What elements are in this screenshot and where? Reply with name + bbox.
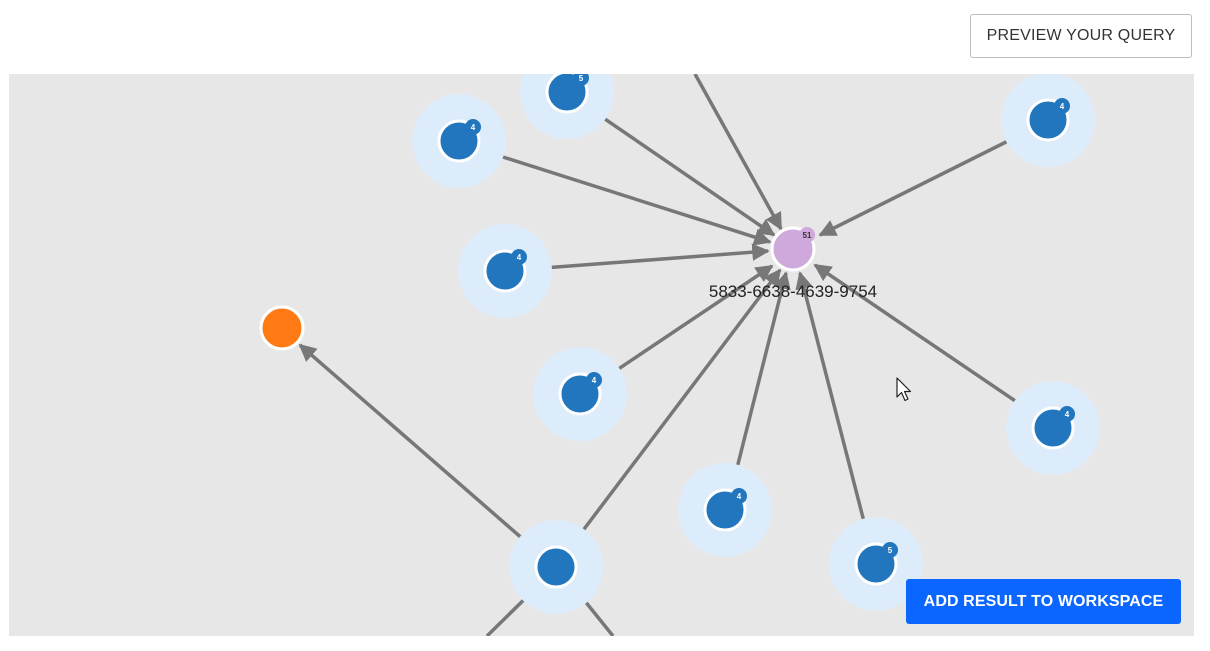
svg-text:5: 5 [888,546,893,555]
graph-edges [298,74,1034,636]
node-badge: 4 [731,488,747,504]
center-node-badge [799,227,815,243]
graph-edge [585,104,776,237]
node-badge: 5 [573,74,589,86]
node-badge: 4 [1054,98,1070,114]
add-result-to-workspace-button[interactable]: ADD RESULT TO WORKSPACE [906,579,1181,624]
node-badges: 5 4 4 4 4 4 4 [465,74,1075,558]
graph-svg[interactable]: 5 4 4 4 4 4 4 [9,74,1194,636]
graph-edge [813,263,1034,415]
graph-node[interactable] [534,545,578,589]
node-badge: 4 [511,249,527,265]
graph-edge [598,264,774,384]
preview-query-button[interactable]: PREVIEW YOUR QUERY [970,14,1192,58]
svg-text:4: 4 [592,376,597,385]
svg-text:4: 4 [1065,410,1070,419]
svg-text:4: 4 [471,123,476,132]
graph-edge [795,271,872,546]
graph-edge [298,343,541,555]
svg-text:4: 4 [1060,102,1065,111]
graph-edge [818,129,1029,237]
node-badge: 5 [882,542,898,558]
graph-edge [529,243,770,271]
mouse-pointer-icon [896,377,912,402]
center-node-label: 5833-6638-4639-9754 [709,282,877,301]
graph-edge [480,148,772,246]
svg-text:4: 4 [737,492,742,501]
node-badge: 4 [1059,406,1075,422]
graph-edge [693,74,783,231]
svg-text:4: 4 [517,253,522,262]
node-badge: 4 [465,119,481,135]
graph-edge [567,268,782,551]
graph-canvas[interactable]: 5 4 4 4 4 4 4 [9,74,1194,636]
center-node-group[interactable]: 51 5833-6638-4639-9754 [709,226,877,301]
node-badge: 4 [586,372,602,388]
svg-text:5: 5 [579,74,584,83]
graph-edge [730,271,791,489]
orphan-node[interactable] [259,305,305,351]
center-node-badge-text: 51 [803,231,812,240]
